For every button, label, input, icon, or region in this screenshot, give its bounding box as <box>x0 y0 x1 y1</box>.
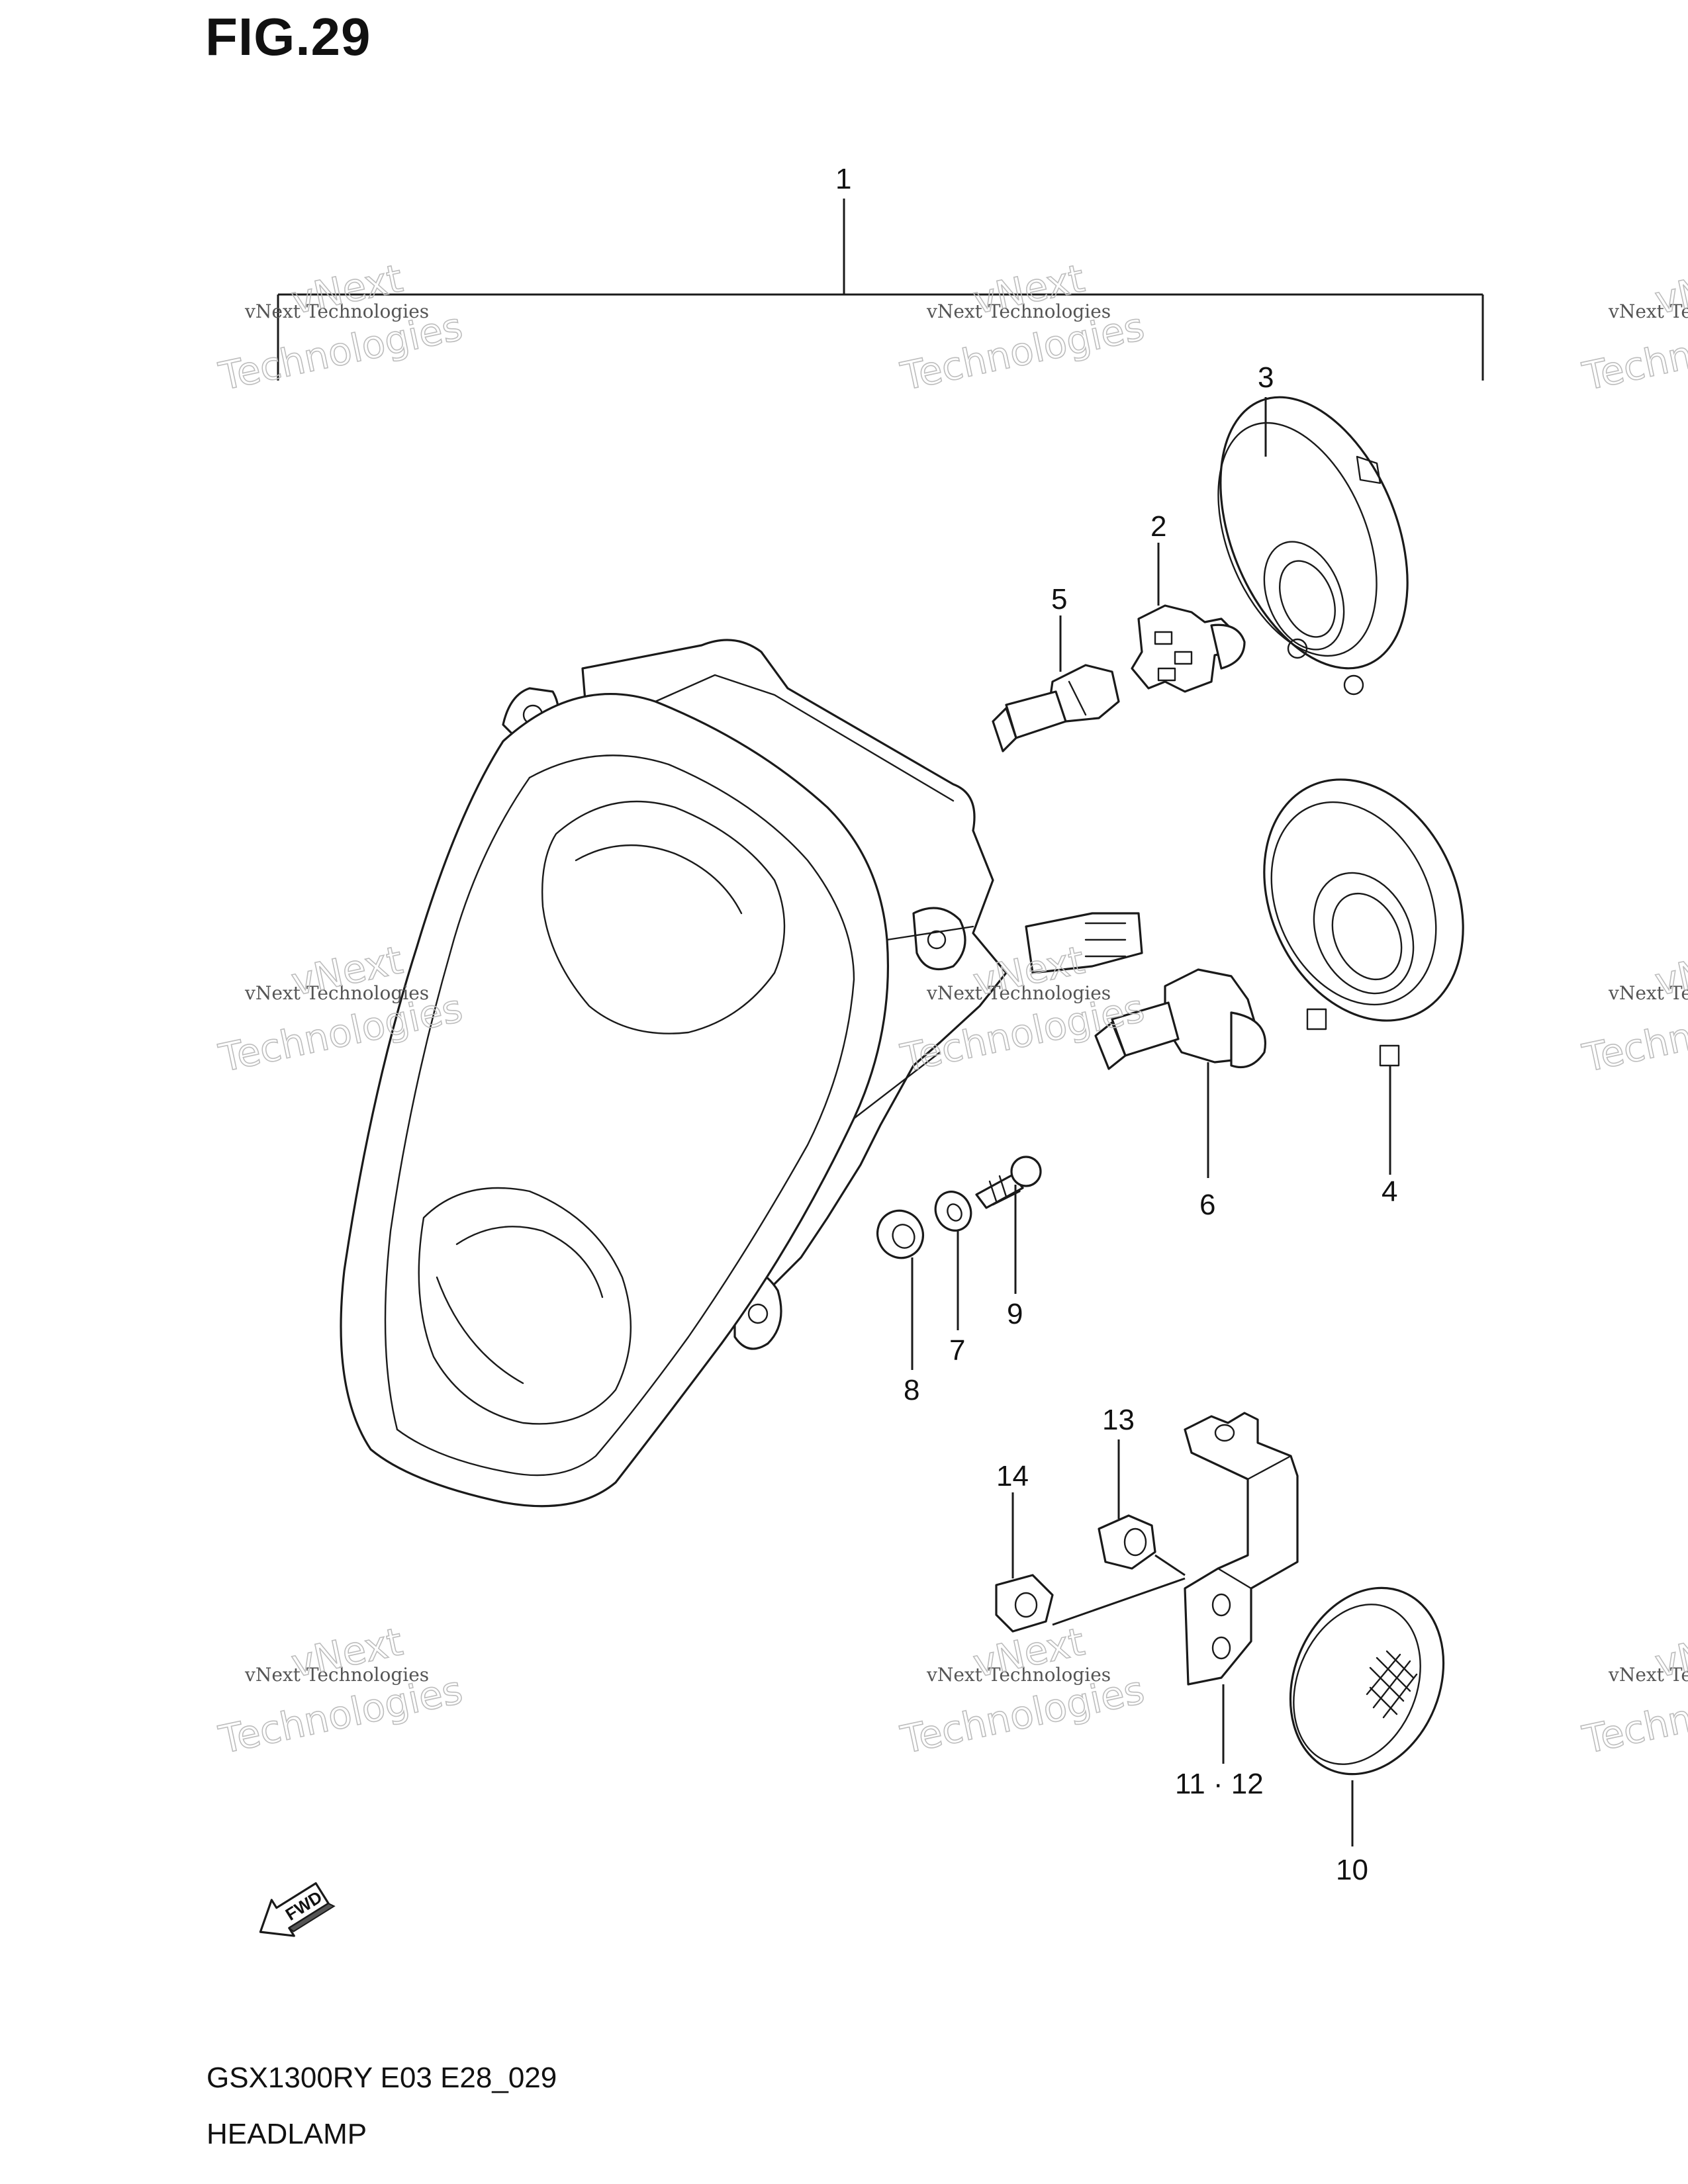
callout-6: 6 <box>1199 1189 1215 1221</box>
assembly-bracket <box>277 199 1484 381</box>
watermark-bottom-right: vNext Technologies vNext Technologies <box>1578 1618 1688 1763</box>
fwd-arrow: FWD <box>259 1882 336 1937</box>
watermark-mid-right: vNext Technologies vNext Technologies <box>1578 936 1688 1081</box>
callout-5: 5 <box>1051 583 1067 615</box>
callout-10: 10 <box>1336 1854 1368 1886</box>
watermark-top-center: vNext Technologies vNext Technologies <box>896 255 1149 400</box>
callout-11-12: 11 · 12 <box>1175 1768 1264 1800</box>
watermark-bottom-left: vNext Technologies vNext Technologies <box>214 1618 467 1763</box>
callout-labels: 1 3 2 5 4 6 9 7 8 13 14 11 · 12 10 <box>835 163 1397 1886</box>
svg-text:vNext Technologies: vNext Technologies <box>1608 300 1688 322</box>
part-10-cover-cap <box>1289 1586 1445 1776</box>
callout-8: 8 <box>904 1374 919 1406</box>
watermark-top-left: vNext Technologies vNext Technologies <box>214 255 467 400</box>
model-code: GSX1300RY E03 E28_029 <box>207 2062 557 2094</box>
part-name: HEADLAMP <box>207 2118 367 2150</box>
svg-text:vNext Technologies: vNext Technologies <box>1608 1664 1688 1686</box>
headlamp-housing <box>340 639 1143 1508</box>
svg-text:vNext Technologies: vNext Technologies <box>244 300 429 322</box>
part-11-12-bracket <box>1184 1412 1299 1686</box>
svg-text:vNext Technologies: vNext Technologies <box>1608 982 1688 1004</box>
part-9-screw <box>975 1156 1042 1209</box>
part-13-nut <box>1098 1514 1156 1570</box>
bracket-fastener-leaders <box>1052 1554 1186 1626</box>
cap-grid-pattern <box>1366 1650 1418 1719</box>
callout-1: 1 <box>835 163 851 195</box>
part-5-bulb-upper <box>992 664 1120 752</box>
svg-text:vNext Technologies: vNext Technologies <box>244 982 429 1004</box>
figure-title: FIG.29 <box>205 7 371 66</box>
part-8-grommet <box>876 1209 924 1259</box>
callout-2: 2 <box>1150 510 1166 543</box>
part-14-collar-nut <box>995 1574 1054 1633</box>
part-2-bulb-holder <box>1131 604 1246 693</box>
callout-13: 13 <box>1102 1404 1135 1436</box>
callout-4: 4 <box>1382 1175 1397 1208</box>
callout-7: 7 <box>949 1334 965 1367</box>
callout-3: 3 <box>1258 361 1274 394</box>
svg-text:vNext Technologies: vNext Technologies <box>244 1664 429 1686</box>
leader-lines <box>911 397 1391 1846</box>
callout-9: 9 <box>1007 1298 1023 1330</box>
part-4-socket-cover-lower <box>1263 778 1464 1067</box>
part-3-socket-cover-upper <box>1217 396 1409 696</box>
callout-14: 14 <box>996 1460 1029 1492</box>
part-7-washer <box>934 1191 972 1232</box>
svg-text:vNext Technologies: vNext Technologies <box>926 300 1111 322</box>
svg-text:vNext Technologies: vNext Technologies <box>926 1664 1111 1686</box>
watermark-top-right: vNext Technologies vNext Technologies <box>1578 255 1688 400</box>
svg-text:vNext Technologies: vNext Technologies <box>926 982 1111 1004</box>
watermark-bottom-center: vNext Technologies vNext Technologies <box>896 1618 1149 1763</box>
part-6-bulb-lower <box>1094 968 1266 1070</box>
